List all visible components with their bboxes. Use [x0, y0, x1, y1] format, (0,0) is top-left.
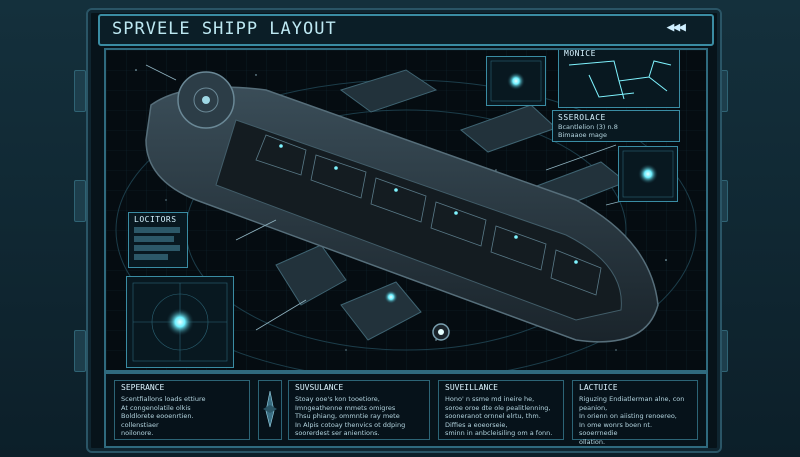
- sseroilace-panel[interactable]: SSEROLACE Bcantlelion (3) n.8 Bimaaoe ma…: [552, 110, 680, 142]
- frame-bracket-left-bottom: [74, 330, 86, 372]
- monice-title: MONICE: [564, 49, 596, 58]
- rewind-button[interactable]: ◀◀◀: [666, 20, 687, 35]
- suveillance-heading: SUVEILLANCE: [445, 383, 498, 392]
- scanner-thumbnail-top[interactable]: [486, 56, 546, 106]
- ship-icon: [263, 390, 277, 428]
- floor-plan-icon: [568, 60, 672, 100]
- info-footer: SEPERANCE Scentfiallons loads ettiure At…: [104, 372, 708, 448]
- lactuice-heading: LACTUICE: [579, 383, 618, 392]
- info-section-suveillance: SUVEILLANCE Hono' n ssme md ineire he, s…: [438, 380, 564, 440]
- ship-thumbnail[interactable]: [258, 380, 282, 440]
- sseroilace-title: SSEROLACE: [558, 113, 606, 122]
- ship-blueprint-viewport[interactable]: MONICE SSEROLACE Bcantlelion (3) n.8 Bim…: [104, 48, 708, 372]
- sseroilace-line-1: Bcantlelion (3) n.8: [558, 123, 618, 131]
- info-section-suvsulance: SUVSULANCE Stoay ooe's kon tooetiore, Im…: [288, 380, 430, 440]
- suvsulance-heading: SUVSULANCE: [295, 383, 344, 392]
- hull-lights: [279, 144, 578, 264]
- suveillance-text: Hono' n ssme md ineire he, soroe oroe dt…: [445, 395, 553, 437]
- interior-deck: [215, 119, 622, 321]
- frame-bracket-left-top: [74, 70, 86, 112]
- locitors-title: LOCITORS: [134, 215, 177, 224]
- info-section-lactuice: LACTUICE Riguzing Endiatlerman alne, con…: [572, 380, 698, 446]
- lactuice-text: Riguzing Endiatlerman alne, con peanion,…: [579, 395, 685, 446]
- callout-lines: [145, 64, 647, 331]
- info-section-seperance: SEPERANCE Scentfiallons loads ettiure At…: [114, 380, 250, 440]
- scanner-icon: [622, 150, 674, 198]
- interior-rooms: [255, 134, 602, 296]
- radar-icon: [132, 282, 228, 362]
- title-bar: SPRVELE SHIPP LAYOUT ◀◀◀: [98, 14, 714, 46]
- upper-wing-left: [339, 69, 438, 113]
- locator-bars: [134, 227, 180, 260]
- suvsulance-text: Stoay ooe's kon tooetiore, Imngeathenne …: [295, 395, 406, 437]
- lower-wing-right: [340, 281, 422, 341]
- radar-panel[interactable]: [126, 276, 234, 368]
- locitors-panel[interactable]: LOCITORS: [128, 212, 188, 268]
- page-title: SPRVELE SHIPP LAYOUT: [112, 19, 337, 39]
- lower-wing-left: [275, 244, 347, 306]
- seperance-heading: SEPERANCE: [121, 383, 165, 392]
- sseroilace-line-2: Bimaaoe mage: [558, 131, 608, 139]
- seperance-text: Scentfiallons loads ettiure At congenola…: [121, 395, 206, 437]
- scanner-icon: [490, 60, 542, 102]
- frame-bracket-left-mid: [74, 180, 86, 222]
- monice-panel[interactable]: MONICE: [558, 49, 680, 108]
- engine-glow: [384, 290, 398, 304]
- scanner-thumbnail-right[interactable]: [618, 146, 678, 202]
